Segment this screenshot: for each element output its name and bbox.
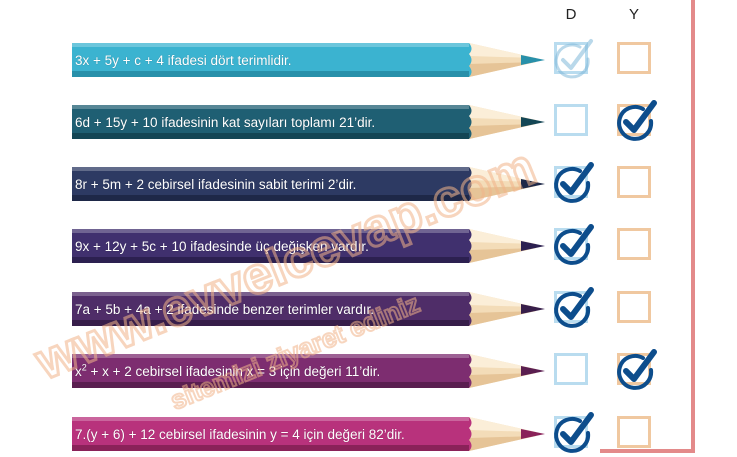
checkmark-icon bbox=[554, 39, 593, 79]
statement-text: x2 + x + 2 cebirsel ifadesinin x = 3 içi… bbox=[75, 362, 381, 379]
statement-text: 3x + 5y + c + 4 ifadesi dört terimlidir. bbox=[75, 53, 292, 68]
pencil-icon bbox=[72, 354, 545, 388]
statement-row: x2 + x + 2 cebirsel ifadesinin x = 3 içi… bbox=[0, 349, 737, 392]
statement-row: 7.(y + 6) + 12 cebirsel ifadesinin y = 4… bbox=[0, 412, 737, 455]
column-header-d: D bbox=[565, 6, 577, 23]
answer-box-y[interactable] bbox=[617, 228, 651, 260]
statement-row: 8r + 5m + 2 cebirsel ifadesinin sabit te… bbox=[0, 162, 737, 205]
page-frame-bottom bbox=[600, 449, 695, 453]
checkmark-icon bbox=[554, 224, 594, 265]
answer-box-y[interactable] bbox=[617, 416, 651, 448]
answer-box-y[interactable] bbox=[617, 291, 651, 323]
checkmark-icon bbox=[554, 162, 594, 203]
statement-row: 9x + 12y + 5c + 10 ifadesinde üç değişke… bbox=[0, 224, 737, 267]
checkmark-icon bbox=[617, 349, 657, 390]
answer-box-y[interactable] bbox=[617, 42, 651, 74]
statement-row: 7a + 5b + 4a + 2 ifadesinde benzer terim… bbox=[0, 287, 737, 330]
answer-box-d[interactable] bbox=[554, 104, 588, 136]
pencil-icon bbox=[72, 417, 545, 451]
statement-text: 7a + 5b + 4a + 2 ifadesinde benzer terim… bbox=[75, 302, 375, 317]
pencil-icon bbox=[72, 167, 545, 201]
pencil-icon bbox=[72, 105, 545, 139]
page-frame-line bbox=[691, 0, 695, 452]
answer-box-y[interactable] bbox=[617, 166, 651, 198]
statement-text: 9x + 12y + 5c + 10 ifadesinde üç değişke… bbox=[75, 239, 369, 254]
pencil-icon bbox=[72, 292, 545, 326]
statement-text: 8r + 5m + 2 cebirsel ifadesinin sabit te… bbox=[75, 177, 357, 192]
statement-text: 7.(y + 6) + 12 cebirsel ifadesinin y = 4… bbox=[75, 427, 405, 442]
pencil-icon bbox=[72, 43, 545, 77]
column-header-y: Y bbox=[628, 6, 639, 23]
statement-text: 6d + 15y + 10 ifadesinin kat sayıları to… bbox=[75, 115, 376, 130]
answer-box-d[interactable] bbox=[554, 353, 588, 385]
statement-row: 3x + 5y + c + 4 ifadesi dört terimlidir. bbox=[0, 39, 737, 81]
statement-row: 6d + 15y + 10 ifadesinin kat sayıları to… bbox=[0, 100, 737, 143]
checkmark-icon bbox=[617, 100, 657, 141]
pencil-icon bbox=[72, 229, 545, 263]
checkmark-icon bbox=[554, 287, 594, 328]
checkmark-icon bbox=[554, 412, 594, 453]
